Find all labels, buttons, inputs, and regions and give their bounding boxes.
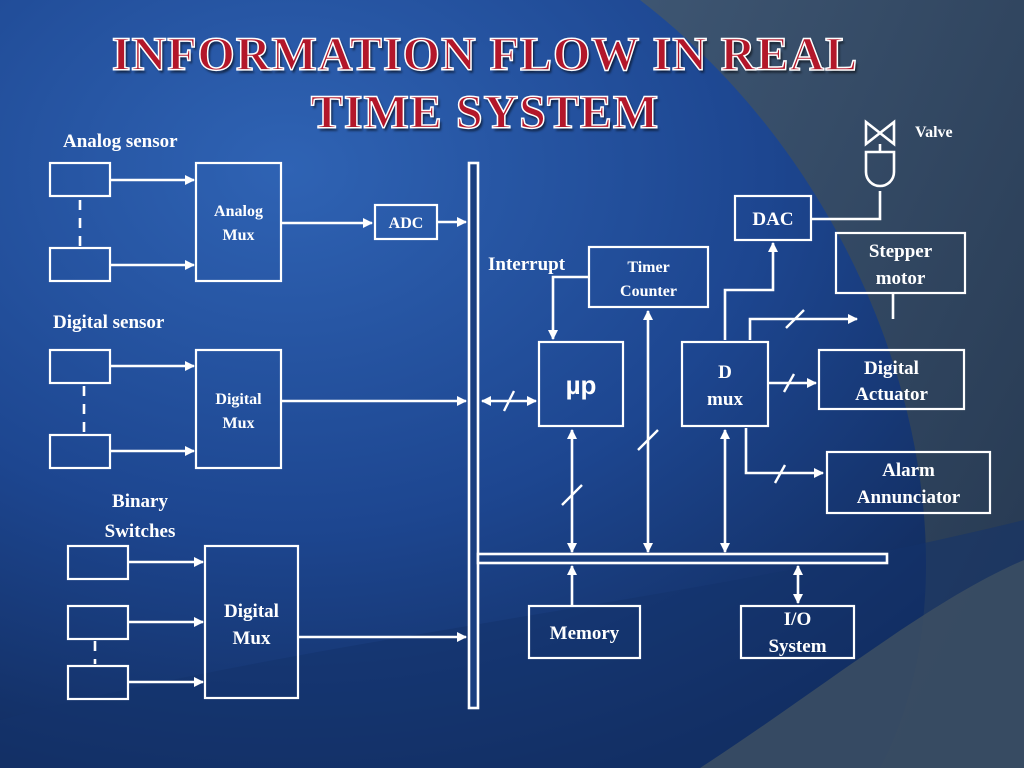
up-label: µp (566, 370, 597, 400)
dac-to-valve-line (811, 191, 882, 221)
up-box (537, 340, 625, 428)
title-line-1: INFORMATION FLOW IN REAL (111, 27, 859, 82)
stepper-width-tick (785, 309, 805, 329)
alarm-annunciator-box (825, 450, 992, 515)
memory-box (527, 604, 642, 660)
analog-mux-label-1: Analog (214, 203, 263, 220)
digital-actuator-label-2: Actuator (855, 384, 928, 405)
memory-label: Memory (550, 623, 620, 644)
digital-mux-2-label-1: Digital (224, 601, 279, 622)
timer-bus-width-tick (637, 429, 659, 451)
actuator-width-tick (782, 373, 796, 393)
decorative-wave (0, 520, 1024, 768)
d-mux-to-alarm-line (744, 428, 824, 478)
binary-switches-label-2: Switches (105, 521, 176, 542)
io-system-label-1: I/O (784, 609, 811, 630)
valve-label: Valve (915, 124, 953, 141)
stepper-motor-label-1: Stepper (869, 241, 933, 262)
stepper-motor-box (834, 231, 967, 295)
valve-actuator-icon (864, 150, 896, 188)
interrupt-label: Interrupt (488, 254, 566, 275)
digital-sensor-box-2 (48, 433, 112, 470)
analog-sensor-box-1 (48, 161, 112, 198)
valve-icon (864, 119, 896, 147)
digital-mux-1-label-1: Digital (215, 391, 262, 408)
alarm-annunciator-label-2: Annunciator (857, 487, 961, 508)
title-line-2: TIME SYSTEM (310, 85, 660, 140)
io-system-box (739, 604, 856, 660)
digital-mux-1-box (194, 348, 283, 470)
stepper-motor-label-2: motor (876, 268, 926, 289)
alarm-width-tick (773, 464, 787, 484)
binary-switches-label-1: Binary (112, 491, 168, 512)
d-mux-box (680, 340, 770, 428)
timer-counter-label-1: Timer (627, 259, 669, 276)
digital-actuator-box (817, 348, 966, 411)
timer-counter-label-2: Counter (620, 283, 677, 300)
horizontal-system-bus (476, 552, 889, 565)
digital-mux-1-label-2: Mux (223, 415, 255, 432)
digital-sensor-label: Digital sensor (53, 312, 165, 333)
d-mux-to-dac-line (723, 242, 778, 340)
analog-mux-box (194, 161, 283, 283)
digital-sensor-box-1 (48, 348, 112, 385)
interrupt-line (548, 275, 589, 340)
d-mux-label-2: mux (707, 389, 743, 410)
adc-label: ADC (389, 215, 424, 232)
up-bus-width-tick (561, 484, 583, 506)
d-mux-to-stepper-line (748, 314, 858, 340)
digital-actuator-label-1: Digital (864, 358, 919, 379)
io-system-label-2: System (768, 636, 826, 657)
analog-sensor-label: Analog sensor (63, 131, 178, 152)
bus-up-link-width-tick (502, 390, 516, 412)
binary-switch-box-2 (66, 604, 130, 641)
digital-mux-2-label-2: Mux (233, 628, 272, 649)
slide-title: INFORMATION FLOW IN REAL TIME SYSTEM (60, 26, 910, 142)
binary-switch-box-3 (66, 664, 130, 701)
binary-switch-box-1 (66, 544, 130, 581)
d-mux-label-1: D (718, 362, 732, 383)
alarm-annunciator-label-1: Alarm (882, 460, 935, 481)
analog-mux-label-2: Mux (223, 227, 255, 244)
vertical-data-bus (467, 161, 480, 710)
dac-label: DAC (752, 209, 793, 230)
decorative-wave-light (700, 560, 1024, 768)
digital-mux-2-box (203, 544, 300, 700)
analog-sensor-box-2 (48, 246, 112, 283)
